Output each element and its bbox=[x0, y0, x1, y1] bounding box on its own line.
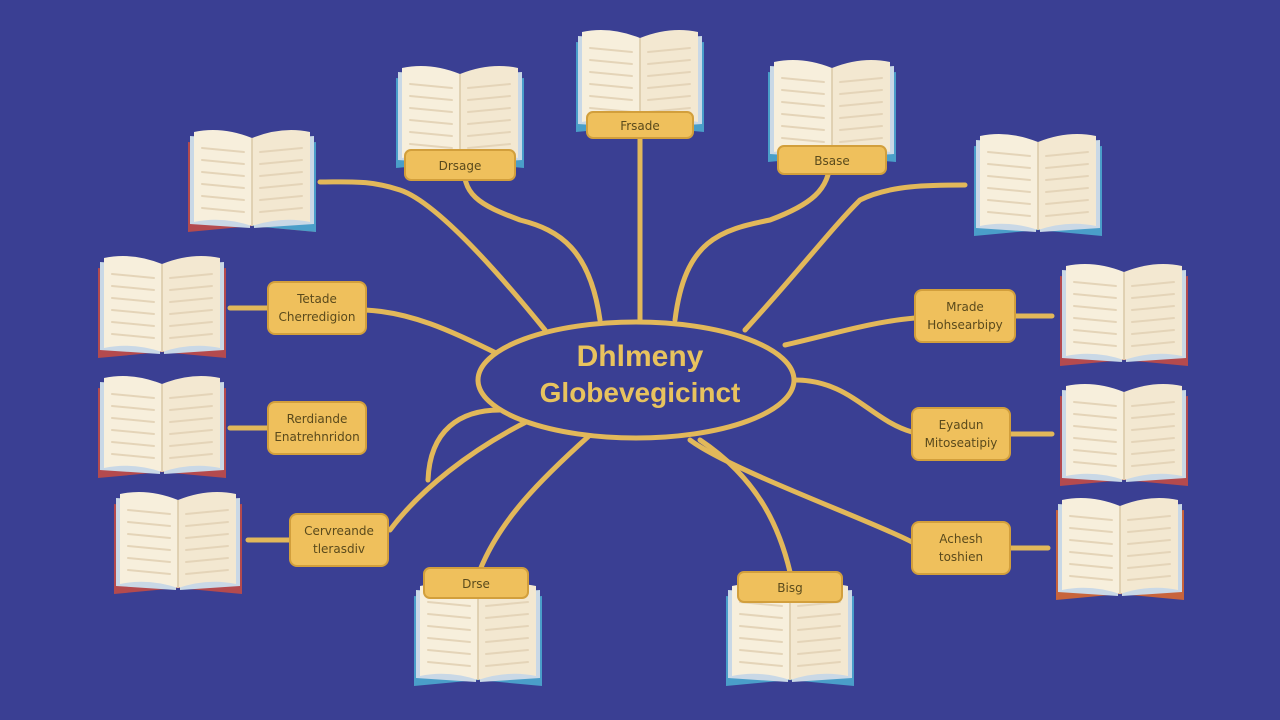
open-book-icon bbox=[98, 375, 226, 478]
svg-text:Frsade: Frsade bbox=[620, 119, 660, 133]
svg-text:Bsase: Bsase bbox=[814, 154, 849, 168]
connector-upper-right-book bbox=[742, 182, 968, 333]
label-left-upper[interactable]: Tetade Cherredigion bbox=[267, 281, 367, 335]
svg-text:tlerasdiv: tlerasdiv bbox=[313, 542, 365, 556]
label-bottom-left[interactable]: Drse bbox=[423, 567, 529, 599]
svg-text:Tetade: Tetade bbox=[296, 292, 337, 306]
label-top-left[interactable]: Drsage bbox=[404, 149, 516, 181]
label-left-middle[interactable]: Rerdiande Enatrehnridon bbox=[267, 401, 367, 455]
connector-right-lower bbox=[687, 437, 915, 545]
svg-text:Drse: Drse bbox=[462, 577, 490, 591]
open-book-icon bbox=[414, 583, 542, 686]
svg-text:Eyadun: Eyadun bbox=[939, 418, 984, 432]
open-book-icon bbox=[396, 65, 524, 168]
svg-text:Hohsearbipy: Hohsearbipy bbox=[927, 318, 1003, 332]
connector-upper-left-book bbox=[317, 179, 548, 333]
connector-left-lower bbox=[387, 417, 533, 533]
connector-lines bbox=[227, 127, 1055, 575]
open-book-icon bbox=[576, 29, 704, 132]
svg-text:Enatrehnridon: Enatrehnridon bbox=[274, 430, 359, 444]
svg-text:Mitoseatipiy: Mitoseatipiy bbox=[925, 436, 998, 450]
connector-bottom-right bbox=[697, 437, 793, 575]
open-book-icon bbox=[188, 129, 316, 232]
svg-text:Mrade: Mrade bbox=[946, 300, 984, 314]
connector-left-lower-branch bbox=[425, 407, 503, 483]
svg-text:Rerdiande: Rerdiande bbox=[287, 412, 348, 426]
connector-top-right bbox=[672, 157, 833, 323]
open-book-icon bbox=[98, 255, 226, 358]
connector-left-upper bbox=[362, 307, 503, 358]
connector-top-left bbox=[461, 157, 603, 323]
svg-text:Cherredigion: Cherredigion bbox=[279, 310, 356, 324]
connector-right-middle bbox=[792, 377, 915, 435]
center-subtitle: Globevegicinct bbox=[540, 377, 741, 408]
label-boxes: Drsage Frsade Bsase Tetade Cherredigion … bbox=[267, 111, 1016, 603]
open-book-icon bbox=[974, 133, 1102, 236]
label-top-center[interactable]: Frsade bbox=[586, 111, 694, 139]
svg-text:Cervreande: Cervreande bbox=[304, 524, 374, 538]
center-title: Dhlmeny bbox=[577, 340, 704, 373]
open-book-icon bbox=[1056, 497, 1184, 600]
open-book-icon bbox=[1060, 263, 1188, 366]
svg-text:Drsage: Drsage bbox=[439, 159, 482, 173]
open-book-icon bbox=[114, 491, 242, 594]
connector-bottom-left bbox=[477, 432, 593, 573]
center-ellipse bbox=[475, 319, 797, 441]
svg-text:toshien: toshien bbox=[939, 550, 983, 564]
svg-text:Bisg: Bisg bbox=[777, 581, 802, 595]
open-book-icon bbox=[1060, 383, 1188, 486]
label-right-lower[interactable]: Achesh toshien bbox=[911, 521, 1011, 575]
label-bottom-right[interactable]: Bisg bbox=[737, 571, 843, 603]
open-book-icon bbox=[726, 583, 854, 686]
label-top-right[interactable]: Bsase bbox=[777, 145, 887, 175]
label-right-upper[interactable]: Mrade Hohsearbipy bbox=[914, 289, 1016, 343]
label-left-lower[interactable]: Cervreande tlerasdiv bbox=[289, 513, 389, 567]
svg-text:Achesh: Achesh bbox=[939, 532, 982, 546]
connector-right-upper bbox=[782, 315, 918, 348]
center-node[interactable]: Dhlmeny Globevegicinct bbox=[475, 319, 797, 441]
open-book-icon bbox=[768, 59, 896, 162]
label-right-middle[interactable]: Eyadun Mitoseatipiy bbox=[911, 407, 1011, 461]
books bbox=[98, 29, 1188, 686]
